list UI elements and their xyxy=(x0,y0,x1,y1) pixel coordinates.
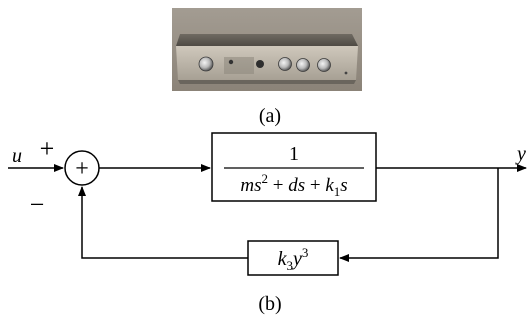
block-diagram: u + − + 1 ms2 + ds + k1s y k3y3 xyxy=(8,132,527,276)
led-icon xyxy=(344,71,348,75)
device-label-plate xyxy=(224,57,254,74)
connector-icon xyxy=(256,60,264,68)
panel-a-label: (a) xyxy=(259,105,281,127)
switch-icon xyxy=(228,59,234,65)
transfer-function-denominator: ms2 + ds + k1s xyxy=(240,171,347,199)
panel-b-label: (b) xyxy=(258,293,281,315)
knob-icon xyxy=(296,58,310,72)
device-photo xyxy=(172,8,362,91)
input-label: u xyxy=(12,145,22,167)
feedback-arrow-in xyxy=(339,168,499,262)
device-front xyxy=(176,46,358,80)
transfer-function-numerator: 1 xyxy=(289,143,299,165)
transfer-function-block xyxy=(211,132,377,202)
knob-icon xyxy=(198,56,214,72)
knob-icon xyxy=(317,58,331,72)
output-label: y xyxy=(515,143,526,165)
device-bottom-edge xyxy=(178,80,356,84)
summing-junction-symbol: + xyxy=(75,156,89,182)
device-top xyxy=(176,34,358,46)
feedback-expression: k3y3 xyxy=(278,245,309,273)
knob-icon xyxy=(278,57,292,71)
plus-sign: + xyxy=(40,134,55,163)
feedback-arrow-out xyxy=(78,186,248,259)
minus-sign: − xyxy=(30,190,45,219)
